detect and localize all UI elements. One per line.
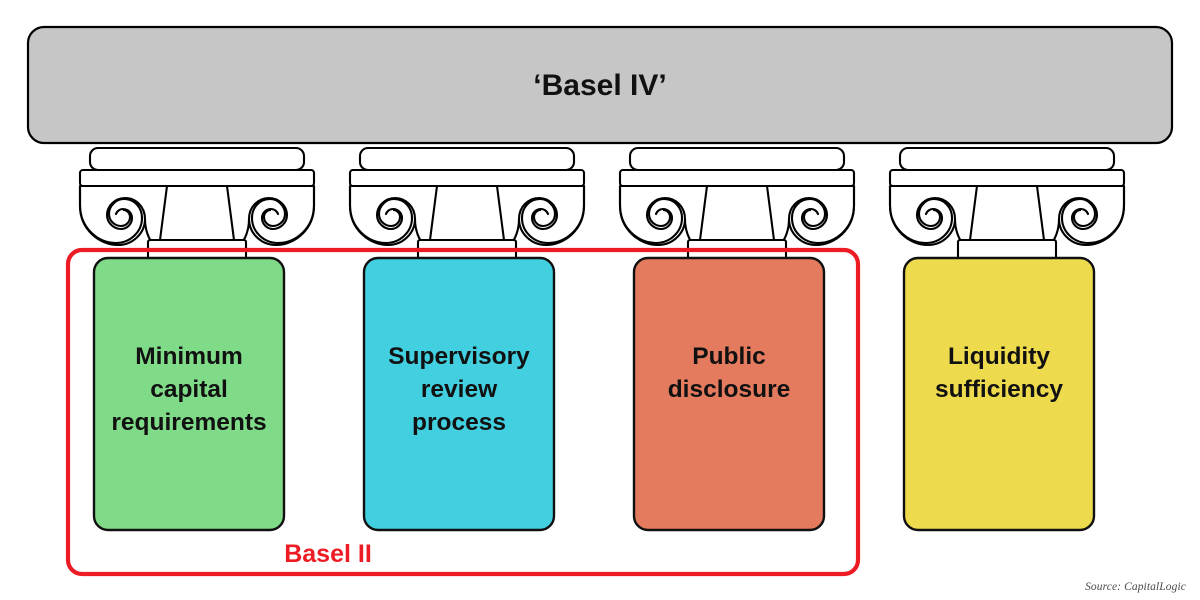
basel-ii-label: Basel II: [284, 540, 372, 568]
volute-left-icon: [888, 184, 957, 247]
volute-right-icon: [1057, 184, 1126, 247]
pillar-rect-3[interactable]: [632, 256, 826, 532]
pillar-rect-4[interactable]: [902, 256, 1096, 532]
pillar-label-3-line-1: Public: [692, 343, 766, 370]
pillar-label-4-line-1: Liquidity: [948, 343, 1050, 370]
pillar-block-4[interactable]: Liquidity sufficiency: [902, 256, 1096, 532]
pillar-label-4-line-2: sufficiency: [935, 376, 1063, 403]
ionic-capital-3: [618, 146, 856, 264]
ionic-capital-2: [348, 146, 586, 264]
volute-right-icon: [517, 184, 586, 247]
abacus-icon: [898, 146, 1116, 172]
fascia-icon: [78, 168, 316, 188]
source-credit: Source: CapitalLogic: [1085, 581, 1186, 593]
pillar-label-3-line-2: disclosure: [668, 376, 791, 403]
ionic-capital-1: [78, 146, 316, 264]
pillar-block-3[interactable]: Public disclosure: [632, 256, 826, 532]
pillar-label-2-line-1: Supervisory: [388, 343, 530, 370]
basel-ii-highlight-box: [65, 247, 861, 577]
pillar-rect-1[interactable]: [92, 256, 286, 532]
pillar-label-2-line-3: process: [412, 409, 506, 436]
volute-right-icon: [787, 184, 856, 247]
pillar-rect-2[interactable]: [362, 256, 556, 532]
pillar-label-1-line-3: requirements: [111, 409, 266, 436]
fascia-icon: [348, 168, 586, 188]
volute-left-icon: [348, 184, 417, 247]
ionic-capital-4: [888, 146, 1126, 264]
entablature: ‘Basel IV’: [26, 25, 1174, 145]
pillar-block-2[interactable]: Supervisory review process: [362, 256, 556, 532]
pillar-label-1-line-2: capital: [150, 376, 228, 403]
pillar-block-1[interactable]: Minimum capital requirements: [92, 256, 286, 532]
volute-right-icon: [247, 184, 316, 247]
volute-left-icon: [618, 184, 687, 247]
fascia-icon: [618, 168, 856, 188]
entablature-bar: [26, 25, 1174, 145]
volute-left-icon: [78, 184, 147, 247]
pillar-label-2-line-2: review: [421, 376, 498, 403]
abacus-icon: [358, 146, 576, 172]
abacus-icon: [88, 146, 306, 172]
fascia-icon: [888, 168, 1126, 188]
pillar-label-1-line-1: Minimum: [135, 343, 243, 370]
abacus-icon: [628, 146, 846, 172]
diagram-title: ‘Basel IV’: [533, 69, 666, 102]
